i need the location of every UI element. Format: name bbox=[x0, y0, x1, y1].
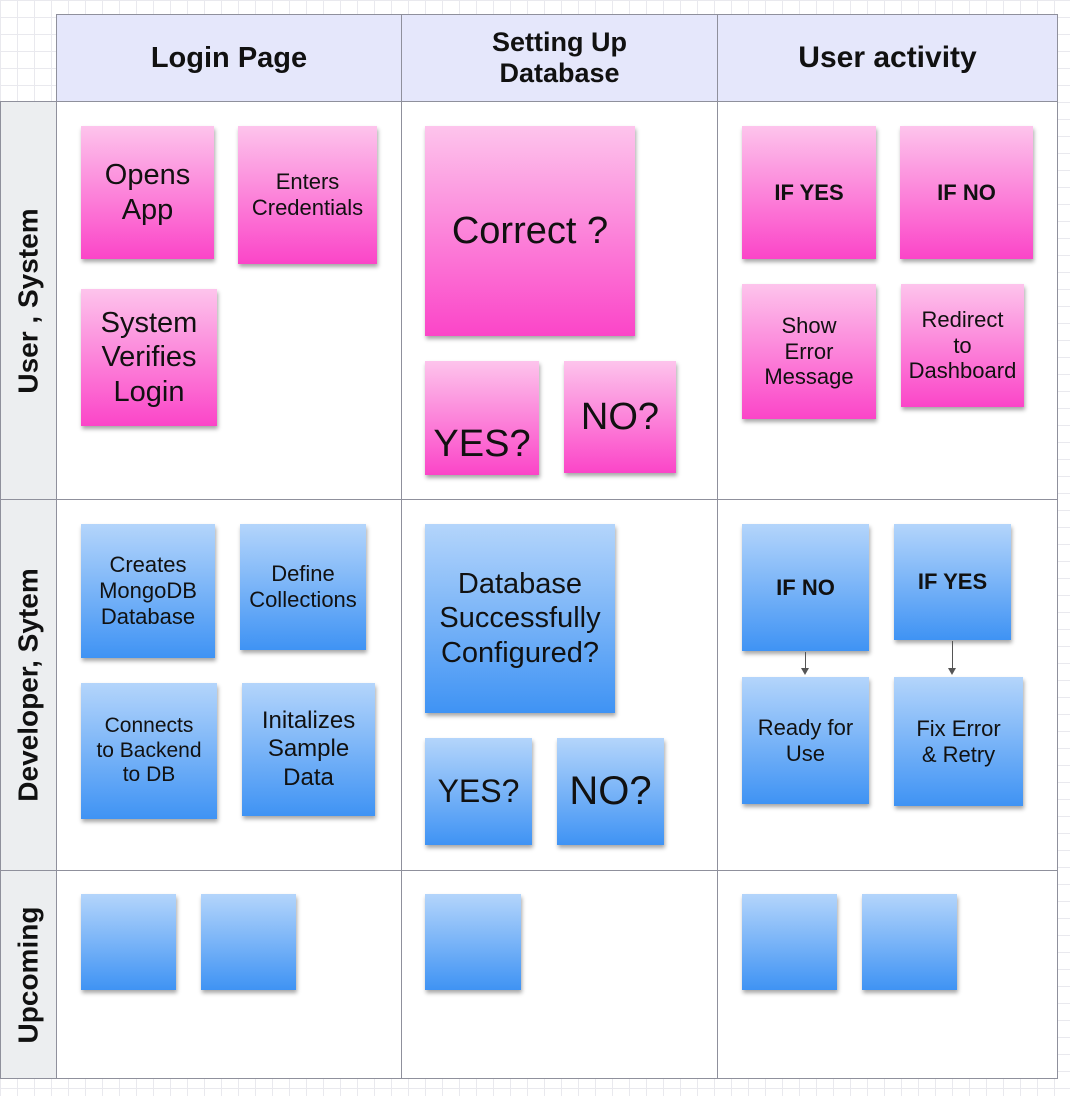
sticky-note-no-login[interactable]: NO? bbox=[564, 361, 676, 473]
sticky-note-if-no-ready[interactable]: IF NO bbox=[742, 524, 869, 651]
arrow-connector bbox=[948, 641, 956, 675]
sticky-note-initializes-sample-data[interactable]: Initalizes Sample Data bbox=[242, 683, 375, 816]
sticky-note-yes-database[interactable]: YES? bbox=[425, 738, 532, 845]
sticky-note-connects-backend[interactable]: Connects to Backend to DB bbox=[81, 683, 217, 819]
column-header-label: User activity bbox=[798, 41, 977, 74]
sticky-note-if-yes-fix[interactable]: IF YES bbox=[894, 524, 1011, 640]
column-header-login-page[interactable]: Login Page bbox=[56, 14, 402, 102]
column-header-label: Setting Up Database bbox=[492, 26, 627, 88]
row-header-developer-system[interactable]: Developer, Sytem bbox=[0, 499, 57, 871]
sticky-note-blank[interactable] bbox=[81, 894, 176, 990]
row-header-label: Developer, Sytem bbox=[12, 568, 44, 802]
sticky-note-system-verifies-login[interactable]: System Verifies Login bbox=[81, 289, 217, 426]
row-header-label: User , System bbox=[12, 207, 44, 394]
sticky-note-database-configured[interactable]: Database Successfully Configured? bbox=[425, 524, 615, 713]
column-header-label: Login Page bbox=[150, 41, 308, 74]
column-header-user-activity[interactable]: User activity bbox=[717, 14, 1058, 102]
sticky-note-if-no-error[interactable]: IF NO bbox=[900, 126, 1033, 259]
arrow-connector bbox=[801, 652, 809, 675]
sticky-note-redirect-dashboard[interactable]: Redirect to Dashboard bbox=[901, 284, 1024, 407]
sticky-note-define-collections[interactable]: Define Collections bbox=[240, 524, 366, 650]
sticky-note-no-database[interactable]: NO? bbox=[557, 738, 664, 845]
sticky-note-blank[interactable] bbox=[425, 894, 521, 990]
sticky-note-if-yes-redirect[interactable]: IF YES bbox=[742, 126, 876, 259]
sticky-note-blank[interactable] bbox=[201, 894, 296, 990]
sticky-note-yes-login[interactable]: YES? bbox=[425, 361, 539, 475]
row-header-user-system[interactable]: User , System bbox=[0, 101, 57, 500]
row-header-label: Upcoming bbox=[12, 906, 44, 1043]
row-header-upcoming[interactable]: Upcoming bbox=[0, 870, 57, 1079]
column-header-setting-up-database[interactable]: Setting Up Database bbox=[401, 14, 718, 102]
sticky-note-opens-app[interactable]: Opens App bbox=[81, 126, 214, 259]
sticky-note-correct[interactable]: Correct ? bbox=[425, 126, 635, 336]
sticky-note-blank[interactable] bbox=[742, 894, 837, 990]
sticky-note-blank[interactable] bbox=[862, 894, 957, 990]
sticky-note-creates-mongodb[interactable]: Creates MongoDB Database bbox=[81, 524, 215, 658]
sticky-note-show-error-message[interactable]: Show Error Message bbox=[742, 284, 876, 419]
sticky-note-enters-credentials[interactable]: Enters Credentials bbox=[238, 126, 377, 264]
sticky-note-fix-error-retry[interactable]: Fix Error & Retry bbox=[894, 677, 1023, 806]
sticky-note-ready-for-use[interactable]: Ready for Use bbox=[742, 677, 869, 804]
